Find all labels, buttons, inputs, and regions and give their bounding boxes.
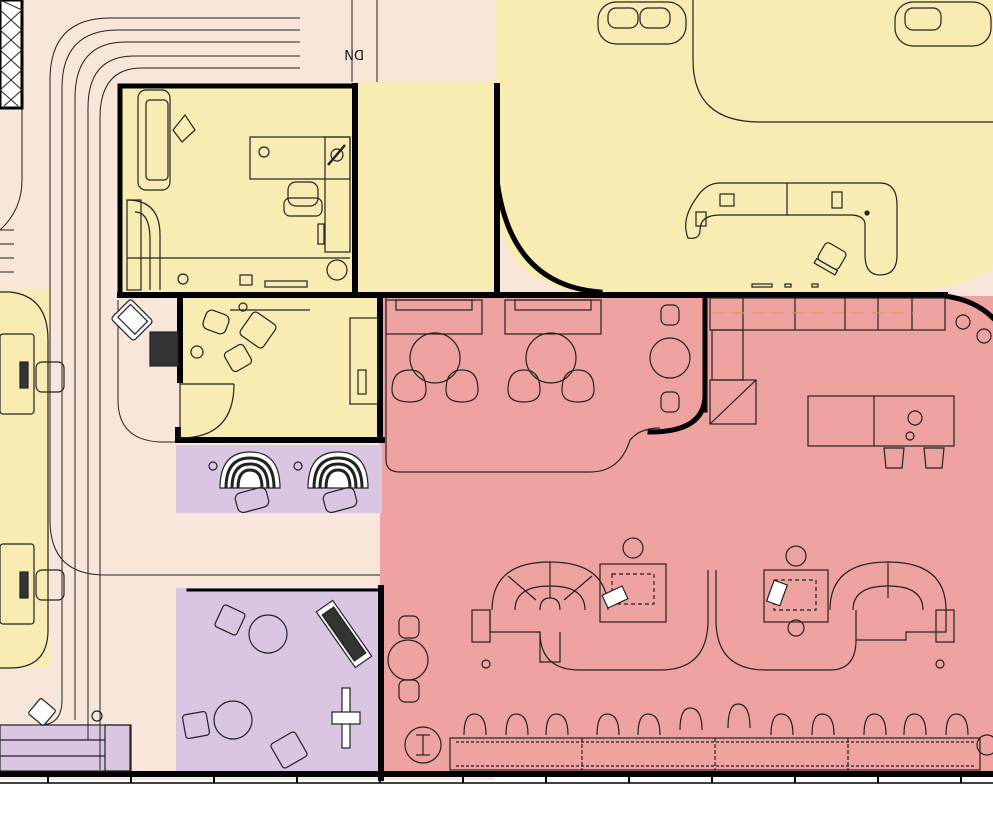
left-strip-zone — [0, 290, 50, 668]
corridor-lines — [0, 0, 380, 770]
office-top-middle — [357, 82, 497, 294]
open-office-furniture — [597, 0, 993, 288]
office-furniture — [126, 89, 351, 291]
office-chair-icon — [283, 181, 323, 217]
purple-bottom-left — [0, 725, 130, 773]
toilet-icon — [404, 726, 442, 764]
reception-desk — [685, 182, 898, 276]
round-table — [409, 332, 461, 384]
stair: DN — [344, 0, 378, 82]
office-small — [180, 298, 380, 438]
bottom-ticks — [0, 774, 993, 784]
open-office-zone — [495, 0, 993, 292]
purple-room-bottom — [176, 588, 382, 774]
walls — [0, 83, 993, 781]
desk-chair-icon — [813, 242, 847, 276]
small-office-furniture — [111, 299, 379, 439]
stair-dn-label: DN — [344, 46, 364, 61]
purple-alcove-furniture — [208, 451, 369, 514]
purple-room-furniture — [181, 599, 373, 769]
left-strip-furniture — [0, 291, 132, 772]
armchair-icon — [111, 299, 153, 341]
lounge-zone — [380, 296, 993, 774]
sofa-top-left — [597, 1, 687, 45]
office-sofa — [137, 89, 171, 191]
lounge-furniture — [385, 297, 993, 771]
sofa-top-right — [894, 1, 992, 47]
hatched-box — [0, 0, 24, 110]
